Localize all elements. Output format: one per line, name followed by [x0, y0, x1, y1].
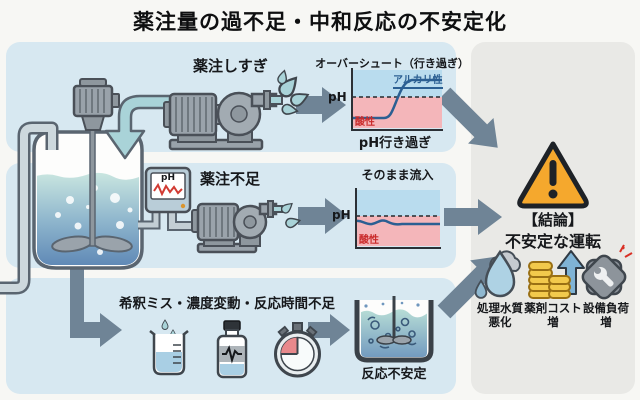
impact-label-line2: 悪化 — [488, 315, 512, 330]
ph-waveform — [153, 182, 183, 197]
arrow-tank2-to-conclusion — [437, 256, 500, 319]
spray-drops-small — [279, 200, 302, 230]
stress-sparks — [619, 244, 633, 258]
arrow-underdose-to-chart — [298, 198, 348, 234]
chart2-title: そのまま流入 — [361, 168, 434, 182]
arrow-icons-to-tank2 — [308, 314, 350, 346]
wrench-glyph — [593, 266, 614, 287]
agitator-motor — [72, 78, 120, 131]
chemical-cost-coins-icon — [528, 250, 585, 299]
reagent-bottle-icon — [216, 320, 248, 379]
variability-label: 希釈ミス・濃度変動・反応時間不足 — [119, 296, 335, 312]
reactor-tank — [0, 78, 144, 295]
impact-label-line1: 薬剤コスト — [524, 301, 582, 315]
dosing-pump-underdose — [191, 200, 302, 254]
impact-label-line2: 増 — [547, 315, 559, 330]
impact-label-line1: 処理水質 — [477, 301, 523, 315]
dosing-pump-overdose — [163, 68, 312, 151]
arrow-chart2-to-conclusion — [444, 199, 502, 235]
splash-dots — [364, 301, 420, 308]
impact-equipment-load: 設備負荷 増 — [572, 301, 640, 330]
inlet-pipe — [0, 121, 59, 295]
elapsed-time-wedge — [281, 337, 298, 354]
water-quality-drop-icon — [474, 249, 521, 299]
underdose-label: 薬注不足 — [200, 170, 261, 188]
overdose-label: 薬注しすぎ — [193, 57, 268, 75]
ph-sensor — [138, 166, 206, 231]
impact-label-line1: 設備負荷 — [583, 301, 629, 315]
chart1-caption: pH行き過ぎ — [358, 136, 432, 151]
impact-chemical-cost: 薬剤コスト 増 — [519, 301, 587, 330]
arrow-chart1-to-conclusion — [437, 87, 498, 148]
chart1-acid-zone-label: 酸性 — [355, 117, 375, 128]
chart1-title: オーバーシュート（行き過ぎ） — [315, 57, 469, 70]
impact-label-line2: 増 — [600, 315, 612, 330]
agitator-shaft — [89, 117, 96, 247]
conclusion-heading: 【結論】 — [522, 211, 583, 229]
impact-water-quality: 処理水質 悪化 — [466, 301, 534, 330]
arrow-overdose-to-chart — [296, 87, 346, 123]
ph-trend-line-flat — [355, 219, 440, 226]
injection-arrow — [104, 94, 202, 160]
unstable-tank-caption: 反応不安定 — [361, 367, 427, 382]
ph-chart-acidic — [355, 188, 441, 249]
dilution-beaker-icon — [149, 319, 189, 376]
tank-water — [37, 172, 139, 265]
chart1-y-axis-label: pH — [328, 90, 347, 104]
warning-icon — [517, 141, 589, 209]
ph-meter-screen-label: pH — [161, 173, 175, 183]
flow-arrows — [70, 87, 502, 347]
equipment-load-gear-icon — [581, 244, 633, 300]
conclusion-text: 不安定な運転 — [504, 232, 601, 251]
ph-chart-overshoot — [351, 68, 443, 131]
stopwatch-icon — [274, 322, 321, 378]
page-title: 薬注量の過不足・中和反応の不安定化 — [133, 10, 507, 34]
unstable-reaction-tank — [354, 296, 434, 363]
ph-trend-line-overshoot — [352, 78, 442, 120]
chart2-acid-zone-label: 酸性 — [359, 235, 379, 246]
chart1-alkaline-zone-label: アルカリ性 — [393, 71, 443, 89]
chart2-y-axis-label: pH — [332, 208, 351, 222]
arrow-tank-to-variability — [70, 258, 122, 347]
